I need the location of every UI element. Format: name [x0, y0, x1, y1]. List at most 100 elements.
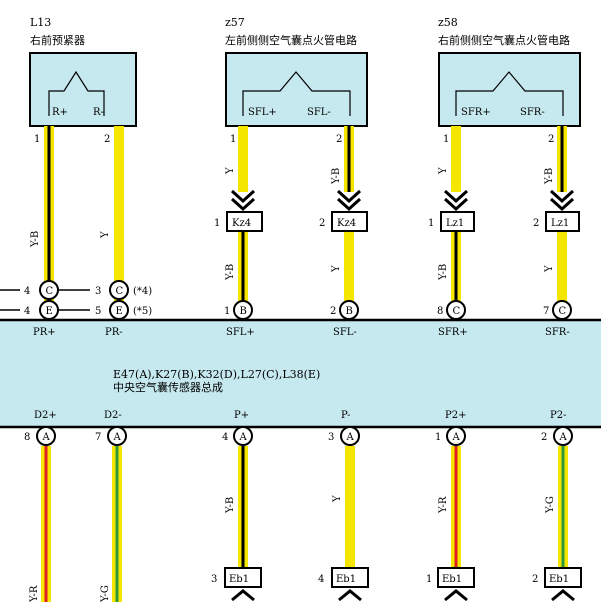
svg-text:1: 1 [426, 574, 432, 585]
svg-text:Eb1: Eb1 [442, 574, 462, 585]
svg-text:B: B [240, 306, 247, 317]
ecu-terminal-label: P+ [234, 410, 249, 421]
svg-text:5: 5 [95, 306, 101, 317]
ecu-bottom-pin-p-minus: A 3 [328, 426, 360, 446]
svg-text:4: 4 [222, 432, 228, 443]
svg-text:7: 7 [543, 306, 549, 317]
svg-text:8: 8 [24, 432, 30, 443]
wire-color-label: Y-B [438, 264, 449, 281]
wire-p2-plus [451, 446, 461, 570]
svg-text:2: 2 [330, 306, 336, 317]
wire-color-label: Y [225, 167, 236, 175]
wire-p-minus [345, 446, 355, 570]
wire-z57-pin2-upper [344, 126, 354, 192]
connector-kz4-pin2: Kz4 2 [319, 211, 368, 232]
pin-label-sfr-minus: SFR- [520, 107, 545, 118]
wire-color-label: Y-R [438, 496, 449, 514]
wire-z58-pin2-lower [557, 230, 567, 302]
svg-text:2: 2 [319, 218, 325, 229]
connector-row-e: 4 5 E E (*5) [0, 300, 152, 320]
svg-text:C: C [453, 306, 461, 317]
svg-text:A: A [42, 432, 51, 443]
wire-z57-pin1-lower [238, 230, 248, 302]
ecu-terminal-label: PR- [105, 327, 123, 338]
connector-chevron [551, 589, 575, 602]
wire-color-label: Y-G [100, 585, 111, 602]
ecu-terminal-label: P- [341, 410, 351, 421]
svg-text:A: A [452, 432, 461, 443]
ecu-connector-list: E47(A),K27(B),K32(D),L27(C),L38(E) [113, 368, 320, 381]
ecu-top-pin-sfl-plus: B 1 [224, 300, 253, 320]
ecu-terminal-label: SFR+ [438, 327, 468, 338]
component-l13: L13 右前预紧器 R+ R- [29, 16, 137, 127]
component-z58-box [438, 52, 581, 127]
ecu-terminal-label: SFL- [333, 327, 357, 338]
wire-color-label: Y-R [29, 585, 40, 602]
connector-chevron [336, 189, 362, 211]
connector-chevron [230, 189, 256, 211]
component-z57: z57 左前侧侧空气囊点火管电路 SFL+ SFL- [225, 16, 368, 127]
ecu-top-pin-sfl-minus: B 2 [330, 300, 359, 320]
connector-lz1-pin1: Lz1 1 [428, 211, 475, 232]
svg-text:Eb1: Eb1 [229, 574, 249, 585]
connector-chevron [444, 589, 468, 602]
component-z57-symbol [242, 71, 351, 116]
ecu-top-pin-sfr-plus: C 8 [437, 300, 466, 320]
pin-number: 2 [104, 134, 110, 145]
pin-number: 2 [548, 134, 554, 145]
ecu-bottom-pin-p2-plus: A 1 [435, 426, 466, 446]
ecu-terminal-label: P2+ [445, 410, 466, 421]
svg-text:1: 1 [224, 306, 230, 317]
svg-text:C: C [559, 306, 567, 317]
svg-text:A: A [239, 432, 248, 443]
ecu-bottom-pin-d2-minus: A 7 [95, 426, 127, 446]
component-l13-id: L13 [30, 16, 51, 29]
wire-color-label: Y [332, 495, 343, 503]
pin-number: 1 [34, 134, 40, 145]
wire-color-label: Y-B [225, 264, 236, 281]
pin-label-sfl-plus: SFL+ [248, 107, 277, 118]
ecu-terminal-label: PR+ [33, 327, 56, 338]
ecu-bottom-pin-p-plus: A 4 [222, 426, 253, 446]
component-z57-name: 左前侧侧空气囊点火管电路 [225, 33, 357, 47]
svg-text:1: 1 [214, 218, 220, 229]
connector-eb1-pin4: Eb1 4 [318, 567, 369, 588]
wire-p2-minus [558, 446, 568, 570]
svg-text:Eb1: Eb1 [549, 574, 569, 585]
ecu-terminal-label: D2- [104, 410, 122, 421]
svg-text:E: E [46, 306, 53, 317]
connector-lz1-pin2: Lz1 2 [533, 211, 580, 232]
svg-text:C: C [46, 286, 54, 297]
connector-eb1-pin2: Eb1 2 [532, 567, 582, 588]
pin-number: 1 [230, 134, 236, 145]
connector-chevron [443, 189, 469, 211]
wire-color-label: Y [331, 265, 342, 273]
pin-number: 1 [443, 134, 449, 145]
ecu-terminal-label: SFR- [545, 327, 570, 338]
ecu-terminal-label: P2- [550, 410, 566, 421]
svg-text:3: 3 [211, 574, 217, 585]
svg-text:Eb1: Eb1 [336, 574, 356, 585]
svg-text:A: A [559, 432, 568, 443]
svg-text:8: 8 [437, 306, 443, 317]
wire-z58-pin1-upper [451, 126, 461, 192]
connector-chevron [231, 589, 255, 602]
svg-text:2: 2 [532, 574, 538, 585]
wire-l13-pin2 [114, 126, 124, 304]
wire-color-label: Y [438, 167, 449, 175]
wire-z58-pin2-upper [557, 126, 567, 192]
svg-text:B: B [346, 306, 353, 317]
svg-text:(*5): (*5) [133, 306, 152, 317]
wire-z58-pin1-lower [451, 230, 461, 302]
svg-text:(*4): (*4) [133, 286, 152, 297]
svg-text:2: 2 [533, 218, 539, 229]
svg-text:C: C [116, 286, 124, 297]
connector-kz4-pin1: Kz4 1 [214, 211, 263, 232]
wire-color-label: Y-B [30, 231, 41, 248]
ecu-terminal-label: D2+ [34, 410, 57, 421]
component-z58-name: 右前侧侧空气囊点火管电路 [438, 33, 570, 47]
svg-text:3: 3 [328, 432, 334, 443]
connector-eb1-pin1: Eb1 1 [426, 567, 475, 588]
svg-text:3: 3 [95, 286, 101, 297]
